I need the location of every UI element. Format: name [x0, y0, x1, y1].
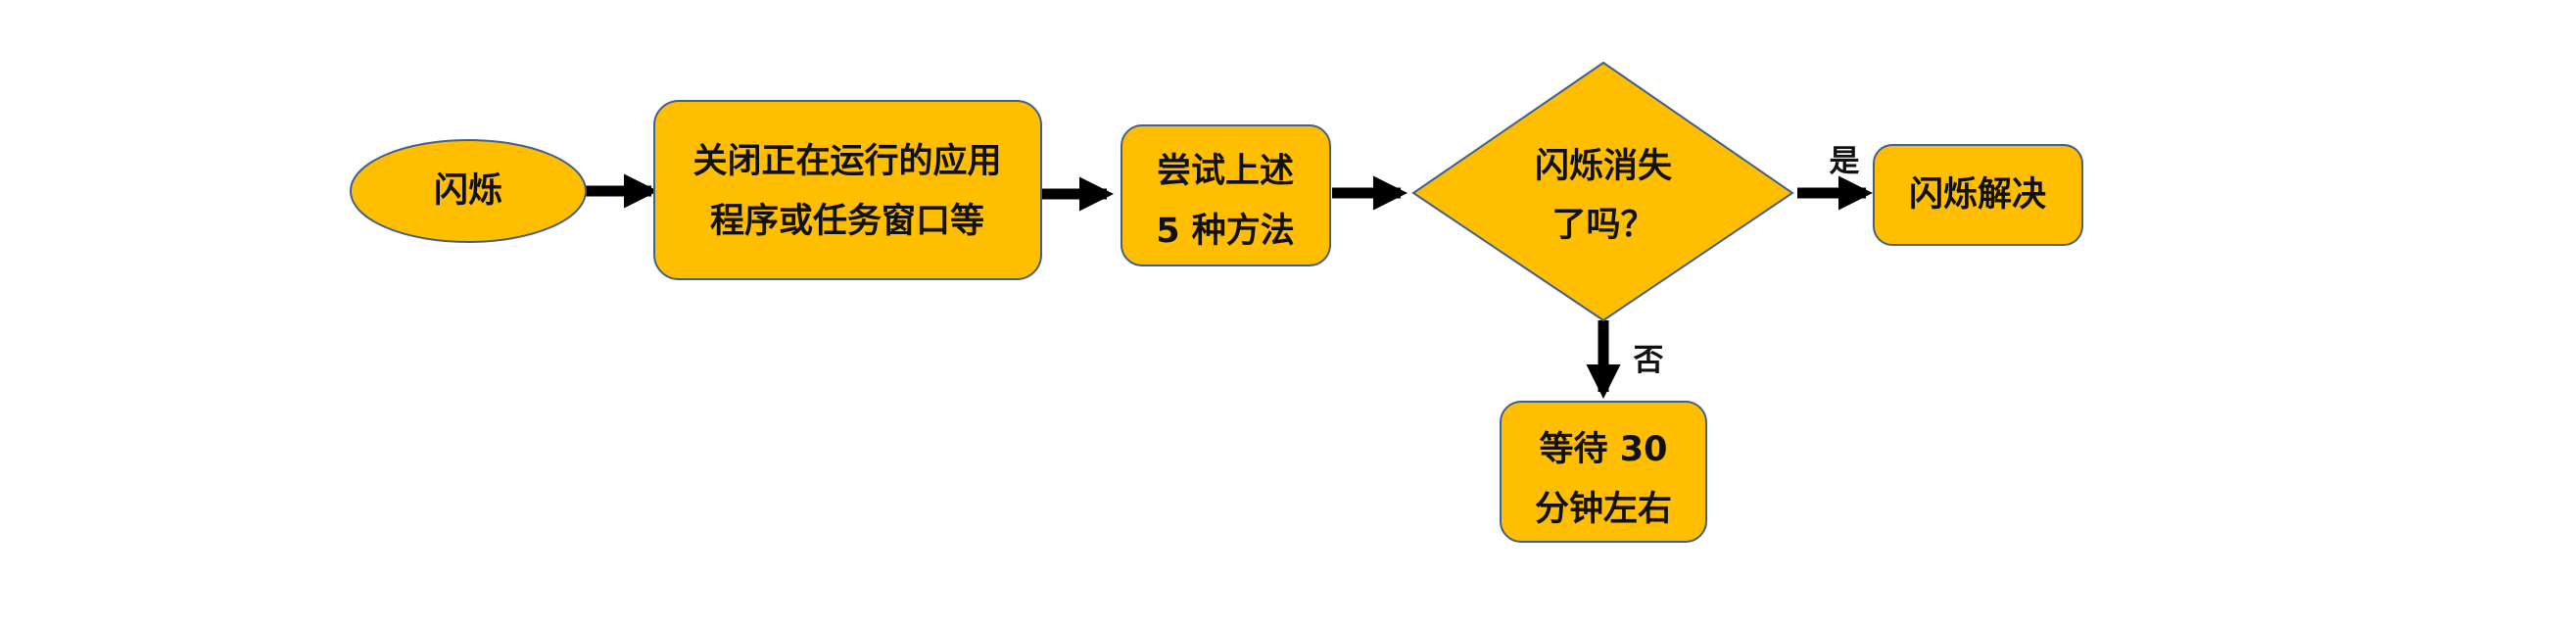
- decision-text-line-1: 闪烁消失: [1535, 147, 1673, 186]
- no-label: 否: [1634, 343, 1664, 378]
- node-resolved: 闪烁解决: [1873, 144, 2083, 246]
- start-ellipse: [350, 139, 587, 243]
- node-decision: 闪烁消失 了吗？: [1411, 61, 1794, 322]
- wait-text-line-2: 分钟左右: [1535, 490, 1672, 529]
- decision-text-line-2: 了吗？: [1551, 206, 1654, 245]
- close-apps-text-line-2: 程序或任务窗口等: [710, 202, 984, 241]
- yes-label: 是: [1830, 144, 1860, 179]
- start-text: 闪烁: [434, 171, 502, 211]
- node-wait: 等待 30 分钟左右: [1500, 401, 1707, 543]
- try-methods-text-line-1: 尝试上述: [1157, 152, 1294, 191]
- try-methods-text-line-2: 5 种方法: [1156, 212, 1295, 251]
- close-apps-text-line-1: 关闭正在运行的应用: [692, 141, 1001, 181]
- try-methods-box: [1121, 124, 1331, 266]
- wait-text-line-1: 等待 30: [1540, 430, 1668, 469]
- decision-diamond: [1411, 61, 1794, 322]
- resolved-text: 闪烁解决: [1909, 175, 2046, 215]
- node-close-apps: 关闭正在运行的应用 程序或任务窗口等: [653, 100, 1042, 280]
- node-start: 闪烁: [350, 139, 587, 243]
- node-try-methods: 尝试上述 5 种方法: [1121, 124, 1331, 266]
- resolved-box: [1873, 144, 2083, 246]
- wait-box: [1500, 401, 1707, 543]
- close-apps-box: [653, 100, 1042, 280]
